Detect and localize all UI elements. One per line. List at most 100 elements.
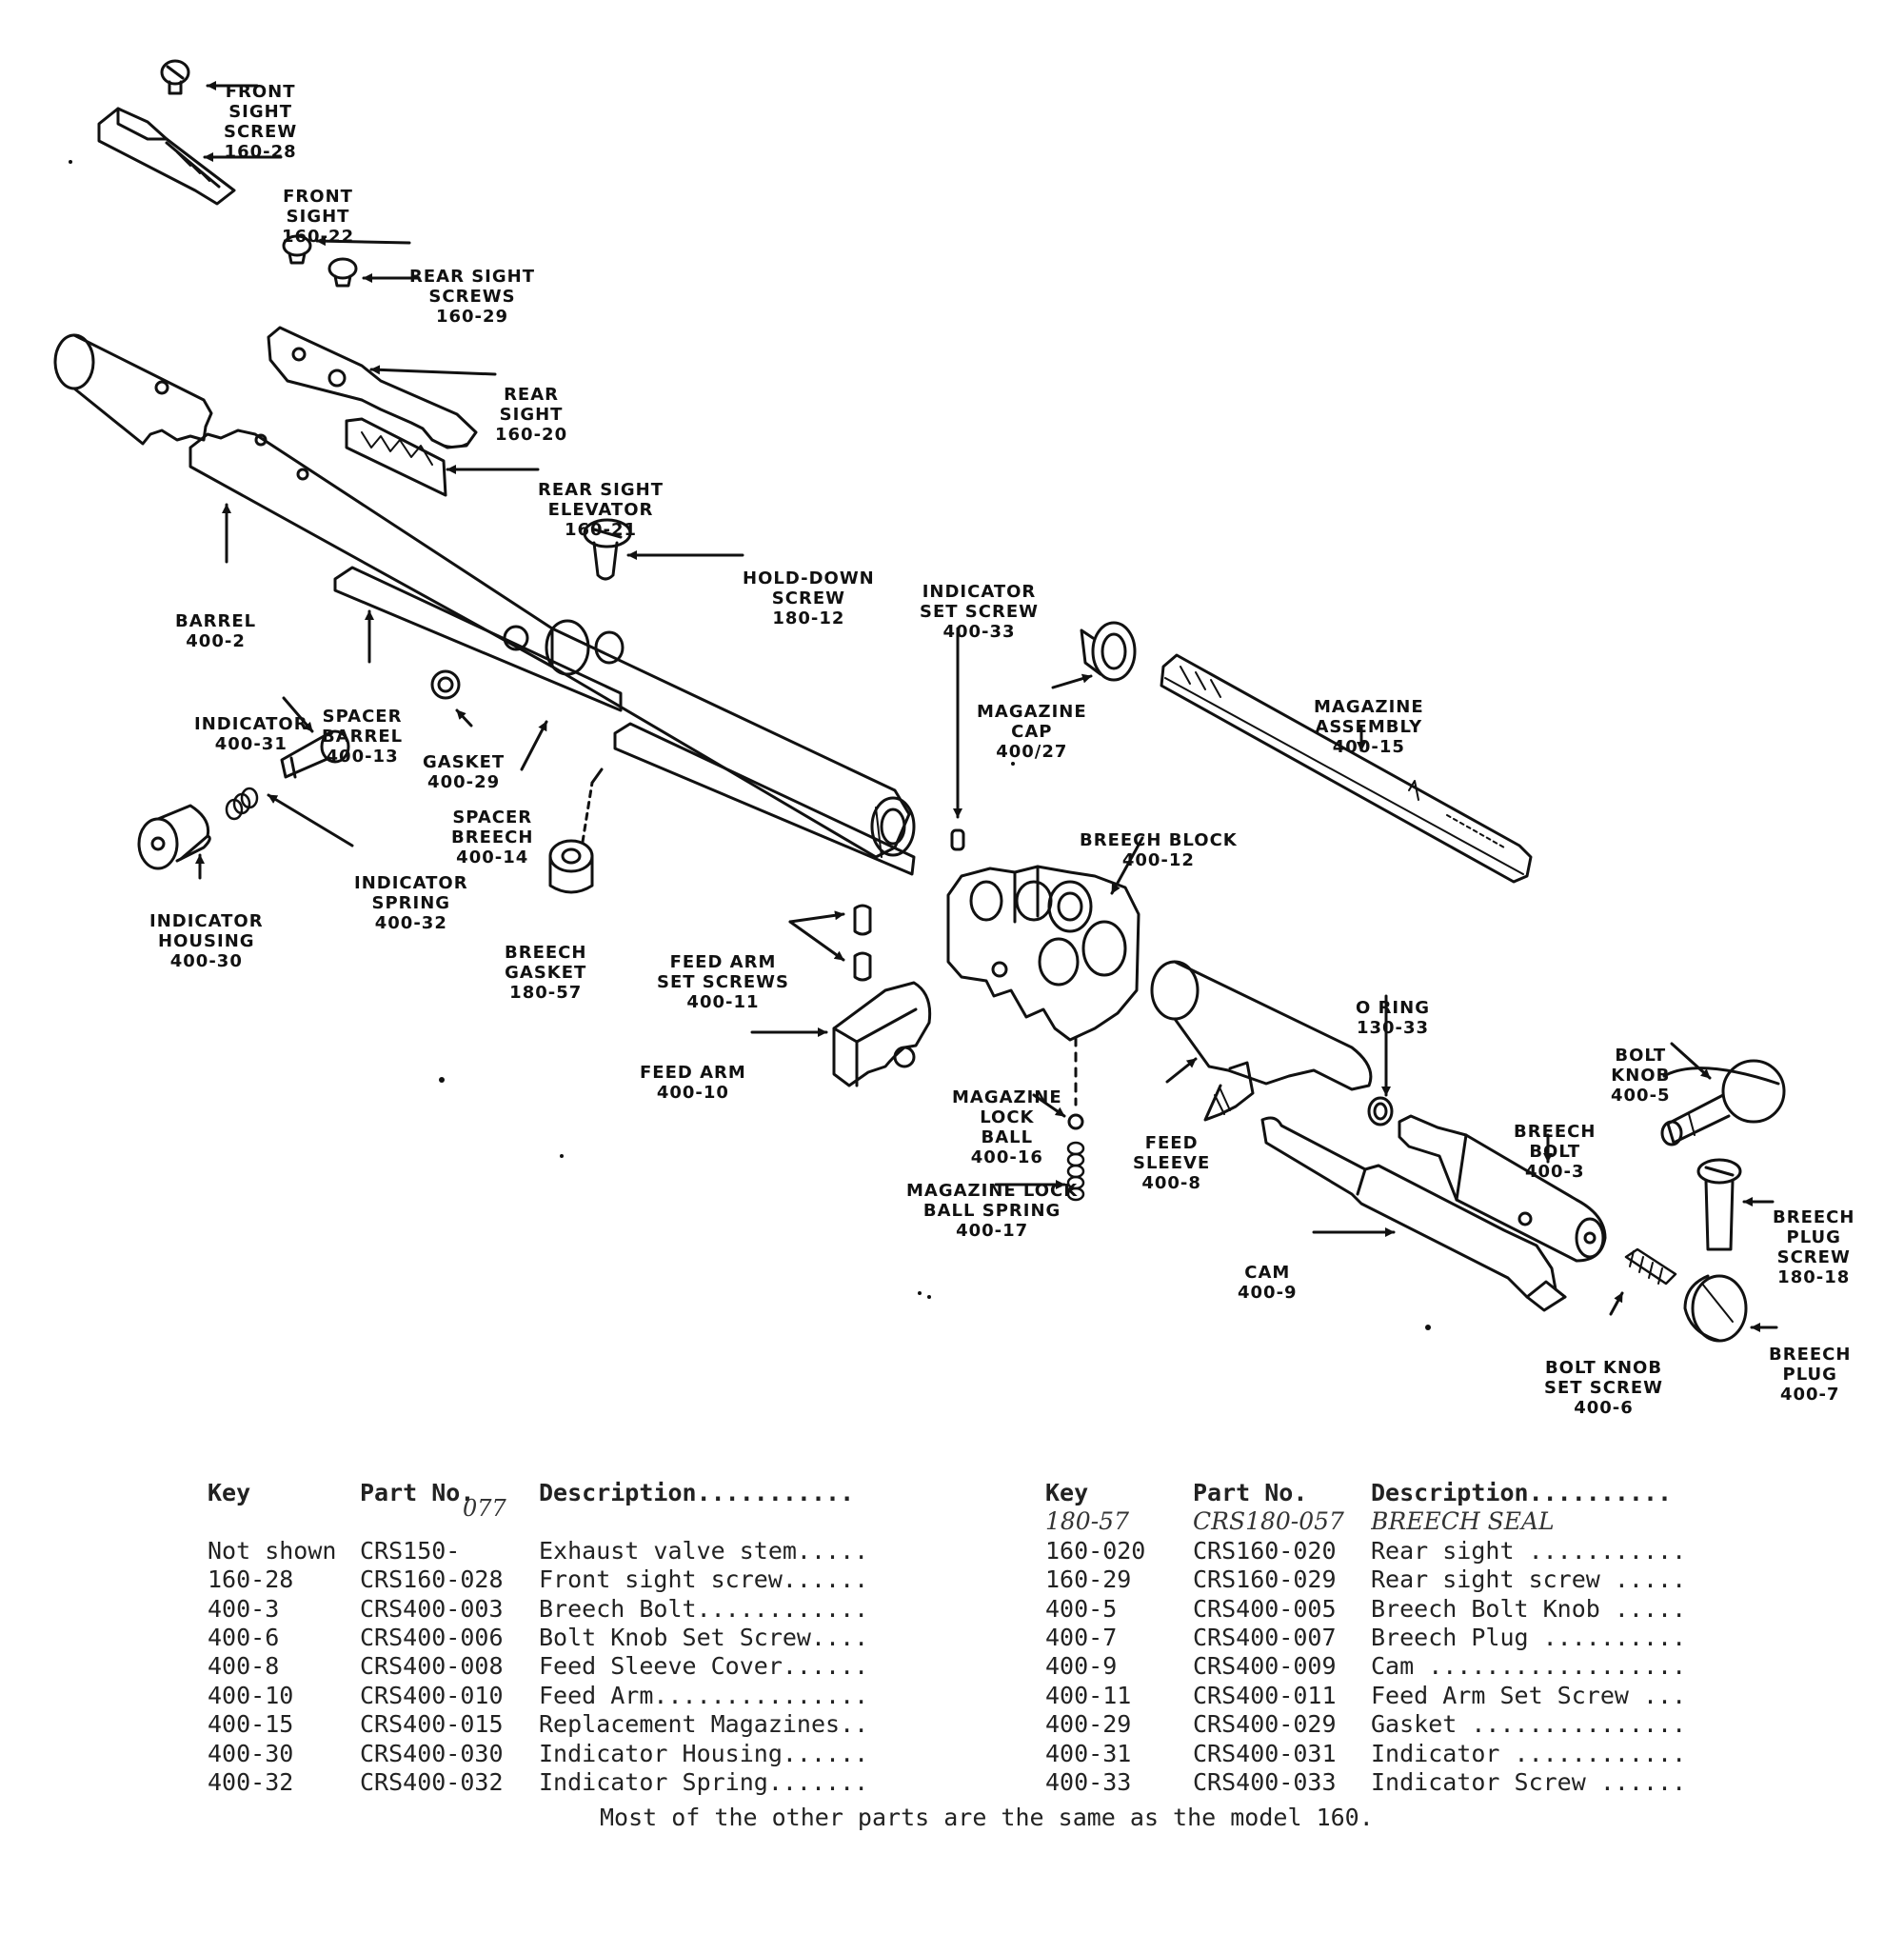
hold-down-screw-part	[583, 518, 632, 581]
indicator-housing-part	[137, 804, 211, 870]
handwritten-part-no: CRS180-057	[1193, 1507, 1344, 1536]
footnote: Most of the other parts are the same as …	[600, 1804, 1374, 1831]
row-description-2: Indicator Screw ......	[1371, 1767, 1687, 1796]
cam-part	[1260, 1116, 1567, 1312]
breech-plug-screw-part	[1696, 1158, 1742, 1251]
row-key: 400-6	[208, 1623, 280, 1651]
breech-plug-part	[1683, 1274, 1748, 1343]
row-part-no-2: CRS400-029	[1193, 1710, 1337, 1739]
row-key-2: 160-29	[1045, 1565, 1132, 1594]
row-description-2: Gasket ...............	[1371, 1710, 1687, 1739]
row-key: 400-30	[208, 1739, 294, 1767]
front-sight-part	[97, 107, 236, 206]
row-key-2: 160-020	[1045, 1536, 1146, 1565]
breech-bolt-part	[1398, 1114, 1607, 1263]
header-key: Key	[208, 1479, 251, 1506]
front-sight-screw-part	[160, 59, 190, 95]
row-description: Breech Bolt............	[539, 1594, 869, 1623]
row-description: Bolt Knob Set Screw....	[539, 1623, 869, 1651]
handwritten-row: 077 180-57 CRS180-057 BREECH SEAL	[208, 1495, 1555, 1536]
row-part-no: CRS400-003	[360, 1594, 504, 1623]
row-part-no: CRS150-	[360, 1536, 461, 1565]
header-key-2: Key	[1045, 1479, 1089, 1506]
row-key-2: 400-11	[1045, 1681, 1132, 1709]
row-part-no-2: CRS160-029	[1193, 1565, 1337, 1594]
rear-sight-elevator-part	[345, 417, 447, 497]
parts-drawing	[53, 59, 1786, 1343]
row-part-no-2: CRS160-020	[1193, 1536, 1337, 1565]
row-key-2: 400-7	[1045, 1623, 1118, 1651]
feed-arm-set-screws-part	[853, 904, 872, 982]
row-key: 400-3	[208, 1594, 280, 1623]
row-description: Front sight screw......	[539, 1565, 869, 1594]
bolt-knob-set-screw-part	[1624, 1247, 1677, 1286]
barrel-main-part	[188, 429, 916, 859]
row-part-no: CRS400-032	[360, 1767, 504, 1796]
gasket-part	[430, 669, 461, 700]
header-part-no-2: Part No.	[1193, 1479, 1308, 1506]
row-description: Indicator Spring.......	[539, 1767, 869, 1796]
bolt-knob-part	[1660, 1059, 1786, 1146]
row-description-2: Feed Arm Set Screw ...	[1371, 1681, 1687, 1709]
row-part-no: CRS400-030	[360, 1739, 504, 1767]
row-part-no: CRS400-015	[360, 1710, 504, 1739]
magazine-lock-ball-part	[1067, 1113, 1084, 1130]
table-row: 400-3 CRS400-003 Breech Bolt............ 40…	[208, 1595, 1686, 1624]
spacer-barrel-part	[333, 566, 623, 712]
magazine-assembly-part	[1160, 653, 1533, 884]
row-part-no: CRS400-008	[360, 1652, 504, 1681]
row-key: 160-28	[208, 1565, 294, 1594]
indicator-part	[280, 729, 350, 779]
spacer-breech-part	[613, 722, 916, 876]
row-description: Exhaust valve stem.....	[539, 1536, 869, 1565]
row-key-2: 400-29	[1045, 1710, 1132, 1739]
row-description: Feed Arm...............	[539, 1681, 869, 1709]
o-ring-part	[1367, 1096, 1394, 1127]
row-part-no: CRS400-010	[360, 1681, 504, 1709]
row-part-no-2: CRS400-011	[1193, 1681, 1337, 1709]
header-part-no: Part No.	[360, 1479, 475, 1506]
row-part-no: CRS160-028	[360, 1565, 504, 1594]
header-description-2: Description..........	[1371, 1479, 1673, 1506]
breech-gasket-part	[548, 839, 594, 894]
row-key-2: 400-5	[1045, 1594, 1118, 1623]
row-part-no-2: CRS400-007	[1193, 1623, 1337, 1651]
row-key: Not shown	[208, 1536, 337, 1565]
row-description: Indicator Housing......	[539, 1739, 869, 1767]
indicator-set-screw-part	[950, 828, 965, 851]
magazine-lock-ball-spring-part	[1066, 1141, 1085, 1202]
table-row: 160-28 CRS160-028 Front sight screw...... 1…	[208, 1565, 1686, 1594]
table-row: 400-10 CRS400-010 Feed Arm............... 4…	[208, 1682, 1686, 1710]
row-key: 400-10	[208, 1681, 294, 1709]
row-description: Replacement Magazines..	[539, 1710, 869, 1739]
row-description-2: Indicator ............	[1371, 1739, 1687, 1767]
rear-sight-screws-part	[282, 234, 358, 288]
